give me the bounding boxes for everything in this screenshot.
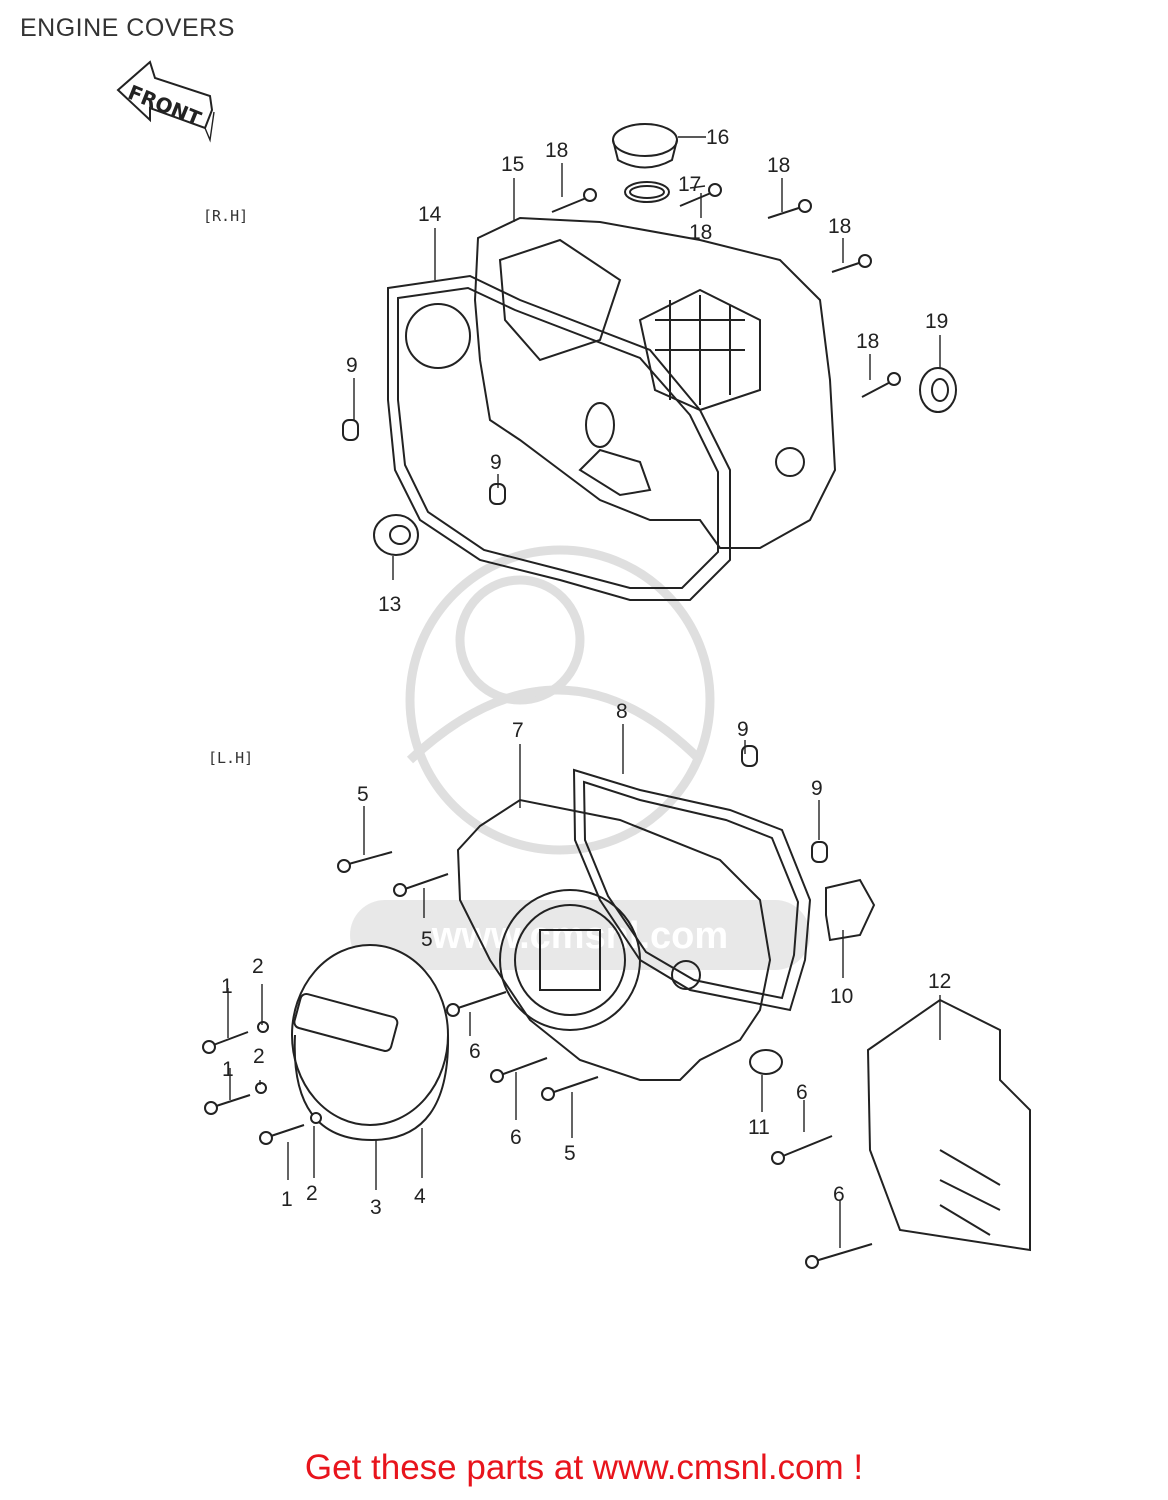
callout-9: 9 xyxy=(737,718,749,741)
callout-9: 9 xyxy=(346,354,358,377)
callout-5: 5 xyxy=(564,1142,576,1165)
callout-4: 4 xyxy=(414,1185,426,1208)
left-side-small-parts xyxy=(741,745,876,1075)
oil-filler-cap xyxy=(612,123,678,169)
right-crankcase-cover xyxy=(473,216,837,549)
screws-lh xyxy=(202,851,873,1269)
dowel-pins-rh xyxy=(342,419,506,505)
callout-1: 1 xyxy=(281,1188,293,1211)
callout-16: 16 xyxy=(706,126,729,149)
callout-2: 2 xyxy=(306,1182,318,1205)
bolts-rh xyxy=(551,183,901,398)
callout-8: 8 xyxy=(616,700,628,723)
callout-18: 18 xyxy=(828,215,851,238)
callout-1: 1 xyxy=(221,975,233,998)
callout-6: 6 xyxy=(796,1081,808,1104)
right-hand-section-label: [R.H] xyxy=(203,207,248,225)
callout-12: 12 xyxy=(928,970,951,993)
callout-3: 3 xyxy=(370,1196,382,1219)
callout-1: 1 xyxy=(222,1058,234,1081)
callout-19: 19 xyxy=(925,310,948,333)
callout-6: 6 xyxy=(510,1126,522,1149)
callout-15: 15 xyxy=(501,153,524,176)
callout-13: 13 xyxy=(378,593,401,616)
callout-6: 6 xyxy=(469,1040,481,1063)
left-cover-gasket xyxy=(572,768,812,1012)
callout-18: 18 xyxy=(545,139,568,162)
callout-14: 14 xyxy=(418,203,442,226)
clutch-cover-gasket xyxy=(387,274,731,601)
watermark-text: www.cmsnl.com xyxy=(431,915,728,957)
callout-17: 17 xyxy=(678,173,701,196)
callout-2: 2 xyxy=(252,955,264,978)
callout-10: 10 xyxy=(830,985,853,1008)
callout-2: 2 xyxy=(253,1045,265,1068)
callout-labels: 16 18 15 17 18 18 18 14 19 18 9 9 13 8 7… xyxy=(221,126,951,1219)
callout-9: 9 xyxy=(811,777,823,800)
page-title: ENGINE COVERS xyxy=(20,14,235,42)
callout-5: 5 xyxy=(421,928,433,951)
callout-18: 18 xyxy=(856,330,879,353)
callout-18: 18 xyxy=(689,221,712,244)
get-parts-link[interactable]: Get these parts at www.cmsnl.com ! xyxy=(304,1448,864,1487)
callout-6: 6 xyxy=(833,1183,845,1206)
o-ring xyxy=(624,181,670,203)
callout-18: 18 xyxy=(767,154,790,177)
oil-seal xyxy=(919,367,957,413)
sight-glass-part xyxy=(373,514,419,556)
left-crankcase-cover xyxy=(456,798,772,1081)
leader-lines xyxy=(227,136,941,1248)
watermark-logo: www.cmsnl.com xyxy=(350,545,810,970)
left-hand-section-label: [L.H] xyxy=(208,749,253,767)
callout-7: 7 xyxy=(512,719,524,742)
front-arrow-icon: FRONT xyxy=(116,60,215,143)
callout-5: 5 xyxy=(357,783,369,806)
point-cover xyxy=(291,944,450,1142)
callout-9: 9 xyxy=(490,451,502,474)
starter-cover xyxy=(866,998,1031,1252)
callout-11: 11 xyxy=(748,1116,770,1139)
